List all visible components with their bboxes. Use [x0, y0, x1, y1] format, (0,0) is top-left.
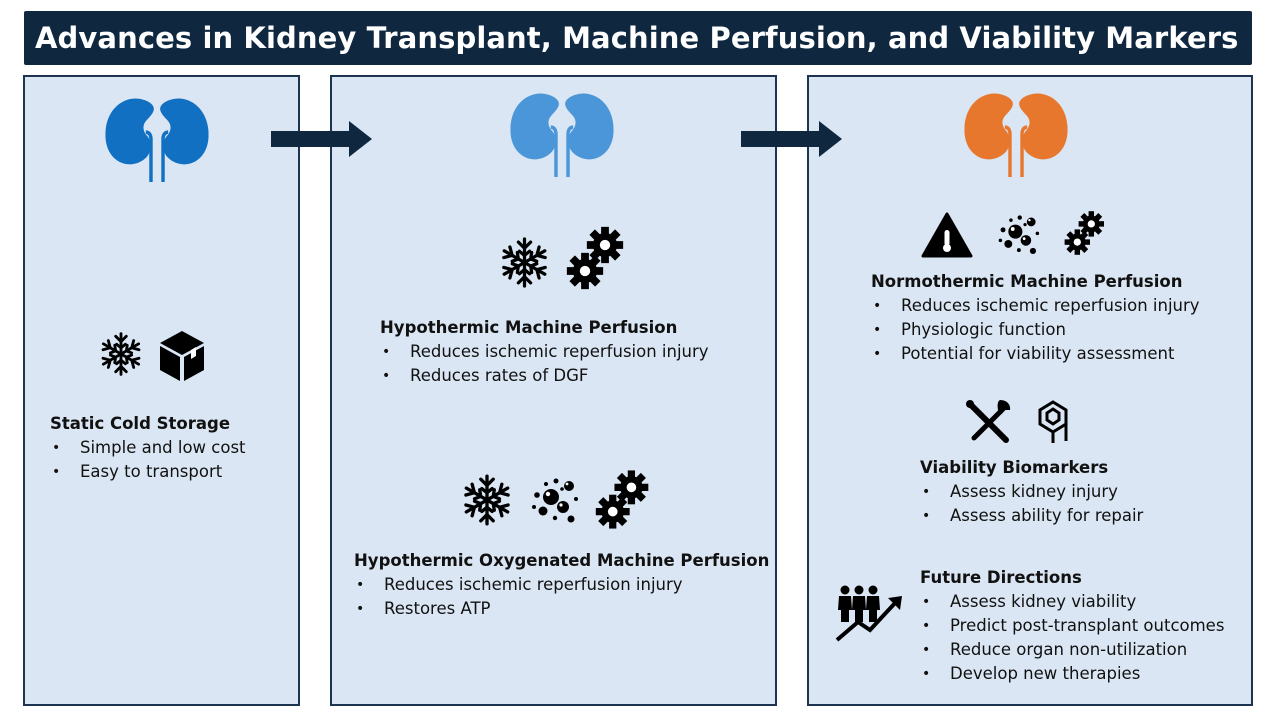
- section-viability-biomarkers: Viability Biomarkers Assess kidney injur…: [920, 456, 1143, 528]
- section-heading: Future Directions: [920, 568, 1082, 587]
- list-item: Develop new therapies: [920, 662, 1224, 686]
- bullet-list: Reduces ischemic reperfusion injury Phys…: [871, 294, 1200, 366]
- bubbles-icon: [998, 215, 1040, 255]
- list-item: Reduces ischemic reperfusion injury: [871, 294, 1200, 318]
- snowflake-icon: [460, 473, 514, 527]
- tools-icon: [966, 400, 1011, 443]
- list-item: Restores ATP: [354, 597, 769, 621]
- molecule-icon: [1038, 400, 1068, 443]
- list-item: Assess ability for repair: [920, 504, 1143, 528]
- kidney-icon: [104, 96, 210, 182]
- page-title: Advances in Kidney Transplant, Machine P…: [35, 21, 1239, 55]
- list-item: Easy to transport: [50, 460, 246, 484]
- section-heading: Static Cold Storage: [50, 414, 231, 433]
- section-normothermic-machine-perfusion: Normothermic Machine Perfusion Reduces i…: [871, 270, 1200, 366]
- bullet-list: Reduces ischemic reperfusion injury Rest…: [354, 573, 769, 621]
- bullet-list: Reduces ischemic reperfusion injury Redu…: [380, 340, 709, 388]
- box-icon: [160, 331, 204, 381]
- bullet-list: Assess kidney viability Predict post-tra…: [920, 590, 1224, 686]
- gears-icon: [1064, 210, 1106, 256]
- people-growth-icon: [835, 585, 902, 642]
- list-item: Assess kidney viability: [920, 590, 1224, 614]
- kidney-icon: [509, 91, 615, 177]
- title-bar: Advances in Kidney Transplant, Machine P…: [24, 11, 1252, 65]
- section-heading: Hypothermic Oxygenated Machine Perfusion: [354, 551, 770, 570]
- list-item: Reduces rates of DGF: [380, 364, 709, 388]
- section-static-cold-storage: Static Cold Storage Simple and low cost …: [50, 412, 246, 484]
- thermometer-warning-icon: [921, 212, 973, 258]
- arrow-right-icon: [741, 121, 842, 157]
- list-item: Physiologic function: [871, 318, 1200, 342]
- list-item: Reduce organ non-utilization: [920, 638, 1224, 662]
- arrow-right-icon: [271, 121, 372, 157]
- list-item: Reduces ischemic reperfusion injury: [380, 340, 709, 364]
- list-item: Predict post-transplant outcomes: [920, 614, 1224, 638]
- section-heading: Viability Biomarkers: [920, 458, 1109, 477]
- bullet-list: Simple and low cost Easy to transport: [50, 436, 246, 484]
- section-hypothermic-oxygenated-perfusion: Hypothermic Oxygenated Machine Perfusion…: [354, 549, 769, 621]
- list-item: Simple and low cost: [50, 436, 246, 460]
- bubbles-icon: [532, 478, 578, 523]
- section-heading: Normothermic Machine Perfusion: [871, 272, 1183, 291]
- snowflake-icon: [498, 236, 551, 289]
- bullet-list: Assess kidney injury Assess ability for …: [920, 480, 1143, 528]
- snowflake-icon: [98, 331, 144, 377]
- section-heading: Hypothermic Machine Perfusion: [380, 318, 678, 337]
- gears-icon: [595, 468, 651, 531]
- section-hypothermic-machine-perfusion: Hypothermic Machine Perfusion Reduces is…: [380, 316, 709, 388]
- list-item: Assess kidney injury: [920, 480, 1143, 504]
- kidney-icon: [963, 91, 1069, 177]
- list-item: Reduces ischemic reperfusion injury: [354, 573, 769, 597]
- list-item: Potential for viability assessment: [871, 342, 1200, 366]
- gears-icon: [566, 225, 626, 291]
- section-future-directions: Future Directions Assess kidney viabilit…: [920, 566, 1224, 686]
